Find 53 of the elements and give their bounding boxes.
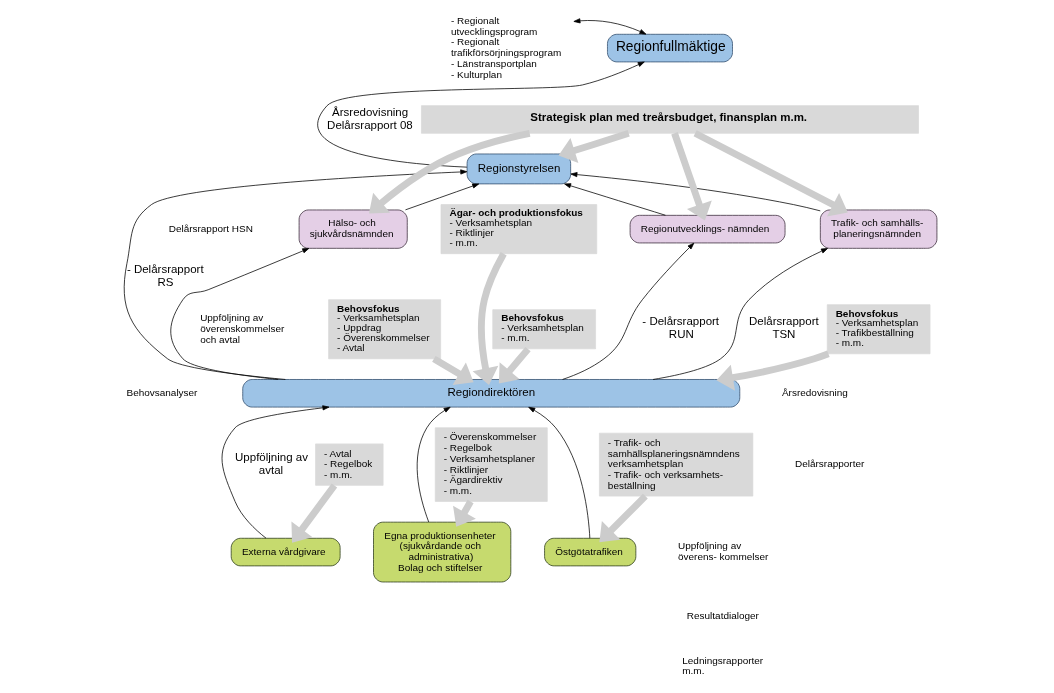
node-box: - Överenskommelser - Regelbok - Verksamhetsplaner - Riktlinjer - Ägardirektiv - m.m. [434, 427, 548, 502]
node-box: Regiondirektören [241, 379, 740, 408]
node-box: Strategisk plan med treårsbudget, finansplan m.m. [420, 105, 919, 134]
arrow [569, 172, 821, 212]
node-box: Behovsfokus - Verksamhetsplan - Uppdrag - Överenskommelser - Avtal [327, 299, 441, 360]
arrow [598, 493, 648, 543]
label: Delårsrapport HSN [168, 222, 253, 234]
arrow [527, 406, 590, 539]
arrow [123, 169, 467, 380]
node-box: Trafik- och samhälls- planeringsnämnden [819, 209, 937, 249]
arrow [715, 350, 830, 391]
node-text: - Regionalt utvecklingsprogram - Regionalt trafikförsörjningsprogram - Länstransportplan - Kulturplan [450, 14, 561, 80]
label: Resultatdialoger [686, 610, 759, 622]
arrow [472, 252, 507, 385]
label: Uppföljning av överens- kommelser [677, 540, 768, 563]
edge-label: Uppföljning av avtal [234, 450, 308, 476]
edge-label: - Delårsrapport RUN [641, 315, 719, 341]
edge-label: Delårsrapport TSN [748, 315, 819, 341]
arrow [563, 183, 666, 216]
node-box: Östgötatrafiken [543, 537, 636, 567]
node-box: Egna produktionsenheter (sjukvårdande och administrativa) Bolag och stiftelser [372, 521, 511, 583]
node-box: - Trafik- och samhällsplaneringsnämndens verksamhetsplan - Trafik- och verksamhets- beställning [598, 432, 753, 497]
arrow [368, 129, 530, 214]
node-box: Hälso- och sjukvårdsnämnden [298, 209, 408, 249]
arrow [404, 183, 479, 211]
arrow [573, 18, 646, 35]
node-box: Regionutvecklings- nämnden [629, 214, 785, 244]
arrow [693, 130, 848, 217]
label: Delårsrapporter [794, 458, 864, 470]
arrow [652, 248, 828, 380]
arrow [416, 406, 451, 523]
label: Ledningsrapporter m.m. [681, 654, 763, 677]
node-box: Regionfullmäktige [606, 33, 733, 63]
arrow [316, 61, 645, 168]
edge-label: - Delårsrapport RS [126, 262, 204, 288]
node-box: Behovsfokus - Verksamhetsplan - m.m. [491, 309, 596, 350]
label: Årsredovisning [781, 386, 848, 398]
label: Uppföljning av överenskommelser och avtal [199, 312, 284, 345]
edge-label: Årsredovisning Delårsrapport 08 [326, 105, 413, 131]
node-box: Externa vårdgivare [230, 537, 341, 567]
arrow [498, 346, 531, 384]
arrow [431, 355, 474, 386]
node-box: Ägar- och produktionsfokus - Verksamhetsplan - Riktlinjer - m.m. [440, 204, 597, 255]
arrow [561, 242, 694, 380]
arrow [290, 483, 337, 543]
node-box: - Avtal - Regelbok - m.m. [314, 443, 383, 486]
arrow [221, 405, 329, 539]
arrow [670, 132, 712, 221]
node-box: Regionstyrelsen [466, 153, 571, 185]
label: Behovsanalyser [126, 386, 197, 398]
node-box: Behovsfokus - Verksamhetsplan - Trafikbeställning - m.m. [826, 304, 930, 355]
arrow [169, 248, 309, 380]
arrow [558, 130, 630, 164]
